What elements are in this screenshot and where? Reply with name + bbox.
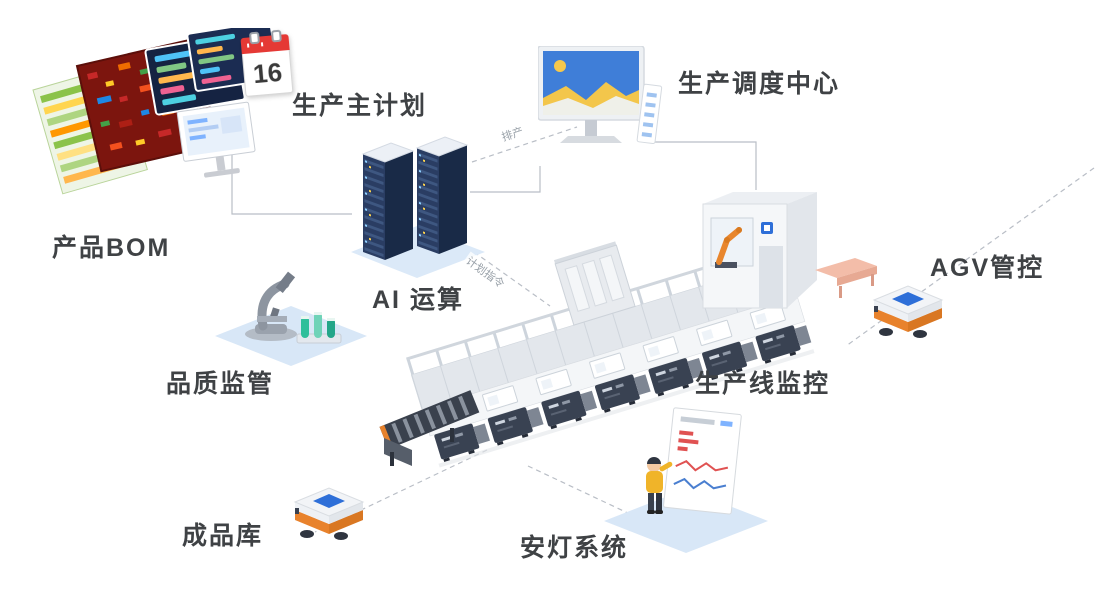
label-master-plan: 生产主计划 [292,92,428,120]
edge-plan-command [473,251,551,307]
line-tall-cabinet [553,241,636,326]
sun-dot-icon [554,60,566,72]
agv-icon [293,487,365,540]
server-top [415,136,469,157]
label-warehouse: 成品库 [182,522,264,550]
server-tower-front-faces [363,148,439,261]
edge-dispatch-to-line [648,141,757,190]
label-dispatch-center: 生产调度中心 [678,70,841,98]
calendar-icon: 16 [240,29,294,98]
label-product-bom: 产品BOM [52,234,171,262]
label-line-monitor: 生产线监控 [695,370,831,398]
edge-line-to-andon [527,465,631,515]
dispatch-monitor-illustration [537,45,673,186]
server-racks-illustration [345,118,495,293]
area-chart-lower [543,96,639,115]
label-agv-control: AGV管控 [930,254,1045,282]
andon-illustration [588,405,773,565]
task-list-panel-icon [636,83,663,145]
cell-door [759,246,783,308]
agv-right-illustration [862,276,954,353]
andon-board-icon [663,407,742,515]
label-ai-compute: AI 运算 [372,286,464,314]
calendar-day: 16 [241,49,294,97]
bom-screens-illustration [25,20,295,223]
robot-arm-icon [715,227,742,268]
quality-illustration [203,232,378,379]
line-body [406,241,815,468]
worker-icon [646,457,673,514]
edge-ai-to-dispatch [470,166,541,193]
label-quality: 品质监管 [166,370,275,398]
production-line-illustration [368,168,893,503]
server-top [361,142,415,163]
agv-icon [872,285,944,338]
plan-monitor-icon [176,101,256,178]
monitor-base [560,136,622,143]
calendar-ring-icon [249,31,261,45]
agv-warehouse-illustration [283,478,375,555]
monitor-stand [585,120,597,136]
conveyor-icon [379,390,480,466]
label-andon: 安灯系统 [520,534,629,562]
work-table-icon [815,258,877,298]
edge-scheduling [471,126,578,163]
test-tubes-icon [296,312,342,344]
server-tower-side-faces [385,144,467,260]
robot-cell [702,192,877,309]
edge-line-to-warehouse [314,449,488,533]
calendar-ring-icon [270,29,282,43]
microscope-icon [245,271,297,341]
